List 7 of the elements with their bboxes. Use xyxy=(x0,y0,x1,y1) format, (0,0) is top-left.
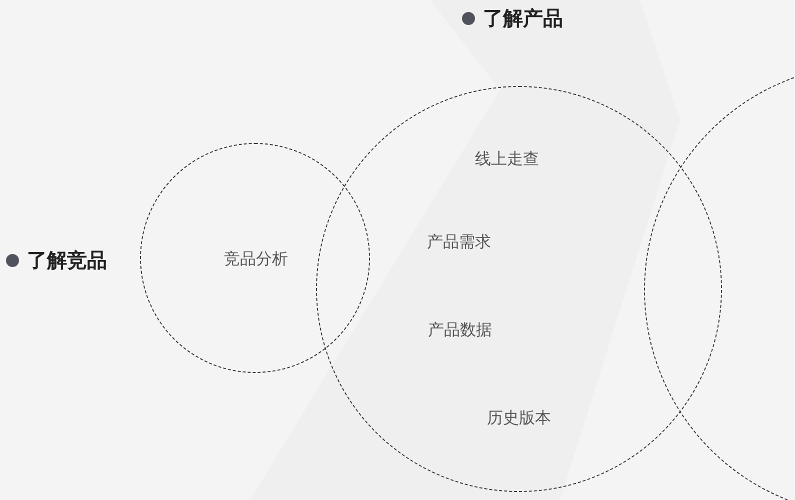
circle-text: 竞品分析 xyxy=(224,248,288,270)
circle-text: 线上走查 xyxy=(475,148,539,170)
circle-text: 产品数据 xyxy=(428,319,492,341)
section-heading: 了解竞品 xyxy=(27,247,107,274)
circle-text: 历史版本 xyxy=(487,407,551,429)
section-heading: 了解产品 xyxy=(483,5,563,32)
circle-text: 产品需求 xyxy=(427,231,491,253)
